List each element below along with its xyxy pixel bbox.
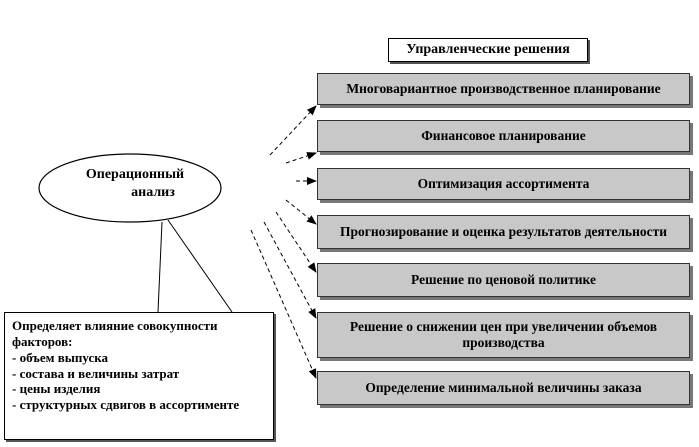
connector-line-left — [157, 221, 163, 313]
operational-analysis-label: Операционный анализ — [60, 166, 210, 201]
factor-item: - объем выпуска — [12, 349, 109, 365]
factor-item: - цены изделия — [12, 381, 101, 397]
factor-item: - структурных сдвигов в ассортименте — [12, 397, 240, 413]
connector-line-right — [167, 219, 233, 313]
decision-label: Прогнозирование и оценка результатов дея… — [339, 223, 668, 239]
header-title: Управленческие решения — [406, 42, 570, 57]
factors-list: - объем выпуска - состава и величины зат… — [12, 350, 266, 413]
decision-label: Финансовое планирование — [421, 127, 586, 143]
decision-box: Многовариантное производственное планиро… — [317, 73, 690, 105]
decision-label: Оптимизация ассортимента — [417, 175, 590, 191]
decision-box: Оптимизация ассортимента — [317, 168, 690, 200]
decision-label: Определение минимальной величины заказа — [365, 379, 642, 395]
factor-item: - состава и величины затрат — [12, 365, 180, 381]
decision-box: Решение о снижении цен при увеличении об… — [317, 312, 690, 358]
factors-box: Определяет влияние совокупности факторов… — [4, 312, 274, 440]
decision-box: Решение по ценовой политике — [317, 263, 690, 297]
decision-arrow — [263, 221, 317, 319]
decision-box: Финансовое планирование — [317, 120, 690, 152]
decision-label: Многовариантное производственное планиро… — [346, 80, 661, 96]
decision-box: Определение минимальной величины заказа — [317, 371, 690, 405]
center-line-1: Операционный — [85, 167, 185, 182]
decision-arrow — [285, 152, 317, 164]
management-decisions-header: Управленческие решения — [388, 38, 588, 62]
decision-arrow — [285, 199, 317, 225]
factors-title: Определяет влияние совокупности факторов… — [12, 318, 218, 349]
decision-label: Решение по ценовой политике — [411, 271, 596, 287]
decision-arrow — [275, 211, 317, 273]
decision-label: Решение о снижении цен при увеличении об… — [349, 318, 658, 350]
decision-box: Прогнозирование и оценка результатов дея… — [317, 215, 690, 249]
decision-arrow — [250, 229, 317, 379]
decision-arrow — [269, 105, 317, 156]
operational-analysis-ellipse — [38, 153, 222, 223]
arrows-group — [250, 105, 317, 379]
center-line-2: анализ — [131, 184, 175, 200]
